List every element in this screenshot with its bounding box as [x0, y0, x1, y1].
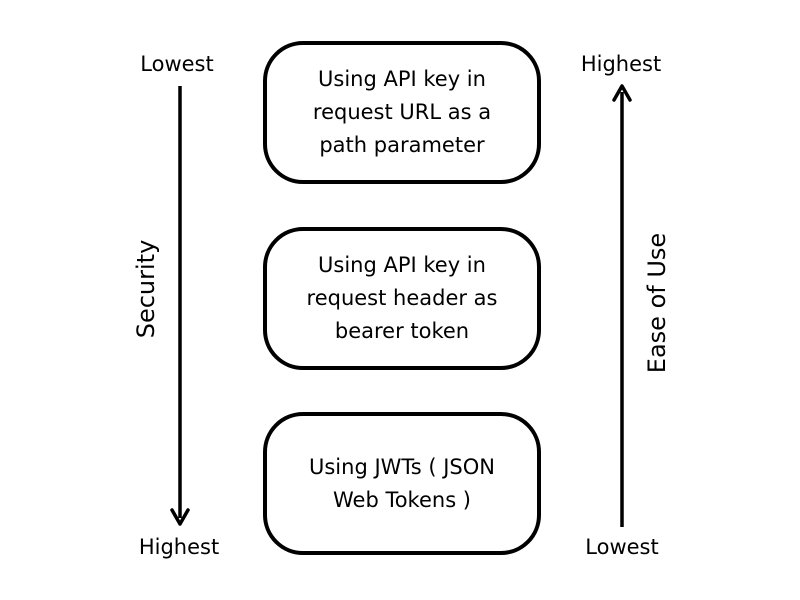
ease-bottom-label: Lowest — [585, 535, 659, 559]
ease-of-use-axis-title: Ease of Use — [643, 232, 671, 374]
security-bottom-label: Highest — [138, 535, 220, 559]
method-label: Using API key in request URL as a path p… — [312, 67, 492, 157]
method-box-url-path-param: Using API key in request URL as a path p… — [263, 41, 541, 184]
method-box-bearer-token: Using API key in request header as beare… — [263, 227, 541, 370]
method-label: Using API key in request header as beare… — [306, 253, 498, 343]
ease-of-use-arrow — [612, 84, 632, 527]
security-axis-title: Security — [132, 239, 160, 339]
security-top-label: Lowest — [140, 52, 214, 76]
method-label: Using JWTs ( JSON Web Tokens ) — [308, 454, 496, 512]
security-arrow — [170, 86, 190, 526]
ease-top-label: Highest — [580, 52, 662, 76]
method-box-jwt: Using JWTs ( JSON Web Tokens ) — [263, 412, 541, 555]
